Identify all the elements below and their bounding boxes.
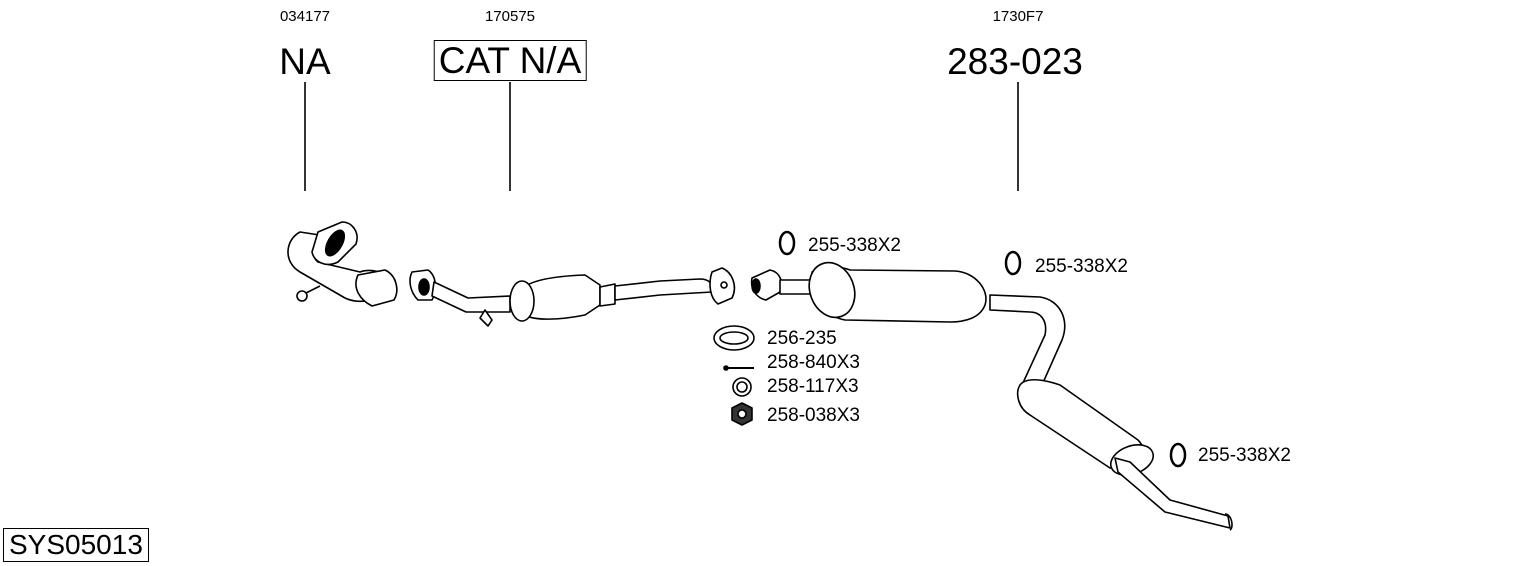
nut-icon bbox=[731, 402, 753, 426]
middle-rear-silencer-part bbox=[750, 261, 1233, 531]
part-code-1730F7: 1730F7 bbox=[992, 8, 1044, 25]
rubber-hanger-ring-icon bbox=[778, 230, 796, 256]
part-ref-cat-na: CAT N/A bbox=[433, 40, 587, 81]
rubber-hanger-ring-icon bbox=[1169, 442, 1187, 468]
system-id: SYS05013 bbox=[3, 528, 149, 562]
hardware-label: 255-338X2 bbox=[808, 235, 901, 256]
rubber-hanger-ring-icon bbox=[1004, 250, 1022, 276]
spring-washer-icon bbox=[732, 377, 752, 397]
hardware-label: 258-840X3 bbox=[767, 352, 860, 373]
part-code-170575: 170575 bbox=[484, 8, 536, 25]
gasket-icon bbox=[713, 325, 755, 351]
part-code-034177: 034177 bbox=[279, 8, 331, 25]
part-ref-na: NA bbox=[279, 41, 331, 82]
hardware-label: 255-338X2 bbox=[1198, 445, 1291, 466]
part-ref-283-023: 283-023 bbox=[947, 41, 1083, 82]
catalytic-converter-part bbox=[409, 267, 736, 327]
bolt-icon bbox=[723, 365, 754, 371]
hardware-label: 258-117X3 bbox=[767, 376, 859, 397]
front-pipe-part bbox=[287, 221, 398, 307]
hardware-label: 256-235 bbox=[767, 328, 837, 349]
hardware-label: 255-338X2 bbox=[1035, 256, 1128, 277]
hardware-label: 258-038X3 bbox=[767, 405, 860, 426]
